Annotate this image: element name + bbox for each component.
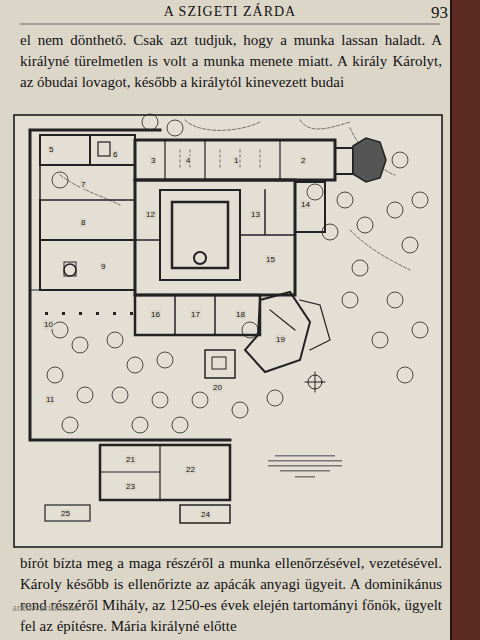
room-number: 1 xyxy=(233,156,239,165)
room-number: 13 xyxy=(250,210,261,219)
room-number: 15 xyxy=(265,255,276,264)
room-number: 10 xyxy=(43,320,54,329)
room-number: 6 xyxy=(112,150,118,159)
room-number: 8 xyxy=(80,218,86,227)
room-number: 20 xyxy=(212,383,223,392)
room-number: 19 xyxy=(275,335,286,344)
running-head: A SZIGETI ZÁRDA xyxy=(0,4,460,20)
room-number: 14 xyxy=(300,200,311,209)
room-number: 16 xyxy=(150,310,161,319)
room-number: 5 xyxy=(48,145,54,154)
room-number: 3 xyxy=(150,156,156,165)
body-text: bírót bízta meg a maga részéről a munka … xyxy=(20,553,442,637)
room-number: 23 xyxy=(125,482,136,491)
body-text: el nem dönthető. Csak azt tudjuk, hogy a… xyxy=(20,30,442,93)
room-number: 25 xyxy=(60,509,71,518)
room-number: 9 xyxy=(100,262,106,271)
room-number: 24 xyxy=(200,510,211,519)
room-number: 7 xyxy=(80,180,86,189)
room-number: 18 xyxy=(235,310,246,319)
watermark: antikvarium.hu xyxy=(12,601,79,613)
room-number: 2 xyxy=(300,156,306,165)
room-number: 11 xyxy=(45,395,55,404)
room-number: 22 xyxy=(185,465,196,474)
page-number: 93 xyxy=(412,3,448,23)
room-number: 17 xyxy=(190,310,201,319)
room-number: 12 xyxy=(145,210,156,219)
room-number: 21 xyxy=(125,455,136,464)
room-number: 4 xyxy=(185,156,191,165)
